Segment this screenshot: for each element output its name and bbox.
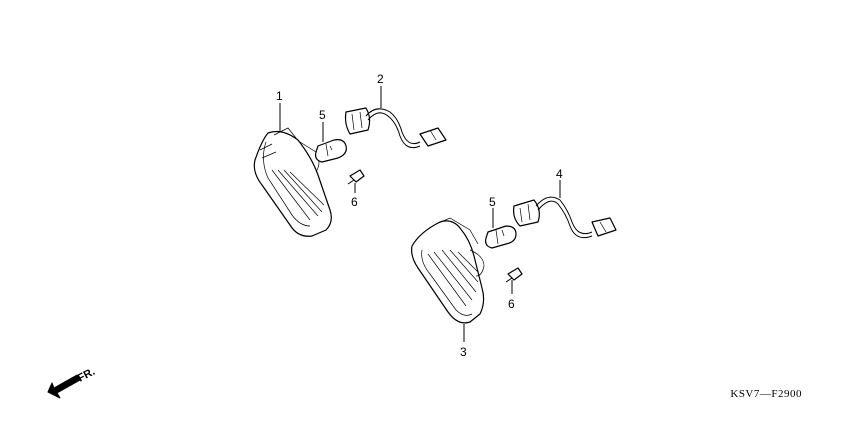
callout-5-upper: 5 — [319, 108, 326, 122]
turn-signal-lens-right — [411, 217, 485, 324]
screw-upper — [347, 169, 365, 185]
bulb-lower — [485, 225, 517, 249]
front-arrow-icon: FR. — [47, 366, 97, 399]
callout-6-lower: 6 — [508, 297, 515, 311]
callout-6-upper: 6 — [351, 195, 358, 209]
turn-signal-lens-left — [253, 127, 332, 237]
callout-3: 3 — [460, 345, 467, 359]
leader-lines — [279, 86, 561, 342]
diagram-code: KSV7—F2900 — [730, 388, 802, 400]
front-arrow-label: FR. — [76, 366, 97, 385]
callout-2: 2 — [377, 72, 384, 86]
callout-5-lower: 5 — [489, 195, 496, 209]
callout-1: 1 — [276, 89, 283, 103]
bulb-upper — [315, 139, 347, 163]
callout-4: 4 — [556, 167, 563, 181]
socket-harness-upper — [344, 107, 447, 149]
socket-harness-lower — [513, 196, 617, 239]
screw-lower — [505, 267, 523, 283]
